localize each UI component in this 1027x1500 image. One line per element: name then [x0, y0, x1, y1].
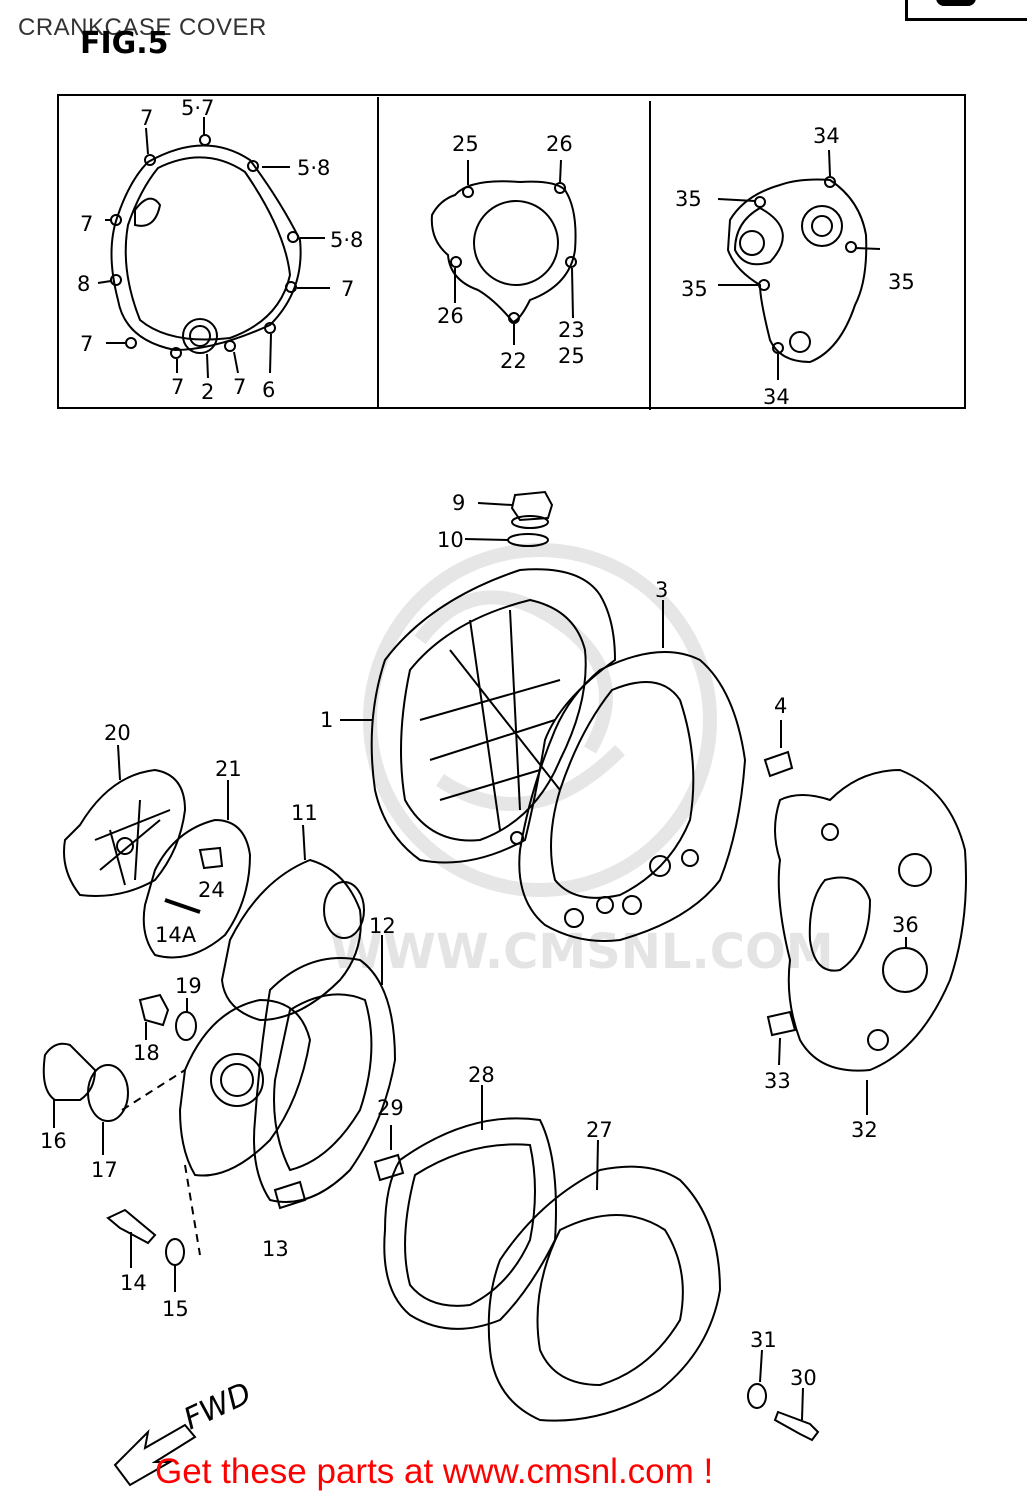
callout-31: 31	[750, 1328, 777, 1352]
inset-callout-25b: 25	[558, 344, 585, 368]
fwd-arrow-icon	[113, 1423, 197, 1487]
callout-3: 3	[655, 578, 668, 602]
callout-11: 11	[291, 801, 318, 825]
pump-seal-16	[42, 1042, 97, 1128]
figure-label: FIG.5	[80, 26, 169, 61]
inset-callout-34b: 34	[763, 385, 790, 409]
pump-body-gasket	[253, 935, 397, 1210]
inset-callout-5-8a: 5·8	[297, 156, 330, 180]
clutch-cover-gasket-inset	[97, 117, 330, 379]
inset-callout-7b: 7	[80, 212, 93, 236]
clutch-cover-gasket	[518, 600, 747, 942]
footer-shop-link[interactable]: Get these parts at www.cmsnl.com !	[155, 1452, 714, 1491]
oil-filler-cap	[464, 490, 554, 547]
callout-9: 9	[452, 491, 465, 515]
watermark-text: WWW.CMSNL.COM	[330, 924, 834, 980]
inset-callout-34a: 34	[813, 124, 840, 148]
callout-30: 30	[790, 1366, 817, 1390]
generator-cover	[774, 768, 967, 1115]
callout-20: 20	[104, 721, 131, 745]
bolt-30	[773, 1387, 820, 1442]
impeller-housing	[178, 998, 312, 1177]
inset-callout-5-7: 5·7	[181, 96, 214, 120]
callout-24: 24	[198, 878, 225, 902]
inset-callout-35b: 35	[888, 270, 915, 294]
o-ring-17	[87, 1064, 186, 1155]
callout-17: 17	[91, 1158, 118, 1182]
bolt-14	[106, 1208, 157, 1268]
callout-36: 36	[892, 913, 919, 937]
callout-27: 27	[586, 1118, 613, 1142]
callout-18: 18	[133, 1041, 160, 1065]
callout-1: 1	[320, 708, 333, 732]
plug-18	[138, 993, 170, 1040]
generator-gasket-28	[383, 1085, 557, 1330]
inset-callout-22: 22	[500, 349, 527, 373]
washer-31	[747, 1349, 767, 1409]
washer-15	[165, 1164, 201, 1292]
callout-32: 32	[851, 1118, 878, 1142]
pump-gasket-inset	[430, 159, 577, 345]
callout-15: 15	[162, 1297, 189, 1321]
inset-callout-26b: 26	[437, 304, 464, 328]
generator-cover-gasket-inset	[717, 149, 881, 380]
inset-callout-7c: 7	[341, 277, 354, 301]
inset-callout-6: 6	[262, 378, 275, 402]
callout-12: 12	[369, 914, 396, 938]
callout-19: 19	[175, 974, 202, 998]
corner-mark	[905, 0, 1027, 21]
callout-29: 29	[377, 1096, 404, 1120]
inset-callout-23: 23	[558, 318, 585, 342]
clutch-cover	[340, 568, 617, 864]
dowel-pin-29	[373, 1125, 405, 1182]
inset-callout-26a: 26	[546, 132, 573, 156]
water-pump-cover	[63, 744, 187, 897]
callout-28: 28	[468, 1063, 495, 1087]
callout-21: 21	[215, 757, 242, 781]
inset-callout-7f: 7	[233, 375, 246, 399]
inset-callout-35a: 35	[675, 187, 702, 211]
water-pump-housing	[220, 824, 365, 1022]
inset-callout-7e: 7	[171, 375, 184, 399]
washer-19	[175, 998, 197, 1041]
callout-4: 4	[774, 694, 787, 718]
callout-14: 14	[120, 1271, 147, 1295]
callout-13: 13	[262, 1237, 289, 1261]
callout-labels: 1 3 4 9 10 11 12 13 14 14A 15 16 17 18 1…	[40, 96, 919, 1390]
inset-callout-7d: 7	[80, 332, 93, 356]
generator-cover-27	[487, 1139, 722, 1422]
dowel-pin-33	[766, 1010, 797, 1066]
callout-10: 10	[437, 528, 464, 552]
inset-callout-2: 2	[201, 380, 214, 404]
callout-33: 33	[764, 1069, 791, 1093]
inset-callout-7a: 7	[140, 106, 153, 130]
callout-16: 16	[40, 1129, 67, 1153]
pump-cover-gasket	[142, 780, 252, 959]
inset-callout-8: 8	[77, 272, 90, 296]
fwd-label: FWD	[179, 1376, 257, 1437]
page-title: CRANKCASE COVER	[18, 14, 267, 41]
inset-callout-25a: 25	[452, 132, 479, 156]
inset-callout-35c: 35	[681, 277, 708, 301]
dowel-pin-4	[763, 720, 794, 778]
inset-callout-5-8b: 5·8	[330, 228, 363, 252]
gasket-inset-frame	[57, 94, 966, 410]
callout-14a: 14A	[155, 923, 197, 947]
